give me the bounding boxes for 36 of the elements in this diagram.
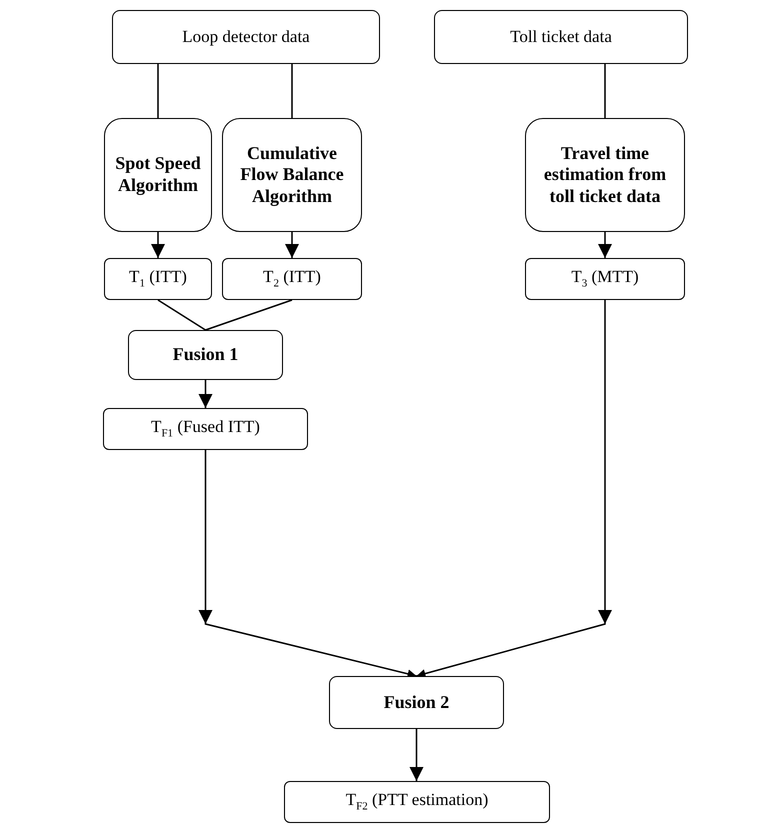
data-box	[434, 10, 688, 64]
box-label: Spot Speed Algorithm	[114, 153, 202, 197]
data-box	[112, 10, 380, 64]
data-box	[104, 258, 212, 300]
arrow	[285, 232, 299, 258]
arrow	[151, 232, 165, 258]
process-box	[329, 676, 504, 729]
box-label: T$_{2}$ (ITT)	[263, 267, 321, 291]
box-label: Travel time estimation from toll ticket data	[542, 142, 668, 208]
connector-line	[157, 64, 159, 118]
box-label: Toll ticket data	[510, 26, 612, 48]
arrow	[598, 232, 612, 258]
process-box	[128, 330, 283, 380]
connector-line	[604, 64, 606, 118]
box-label: T$_{3}$ (MTT)	[571, 267, 639, 291]
box-label: Fusion 1	[172, 344, 238, 366]
arrow	[198, 450, 417, 677]
process-box	[104, 118, 212, 232]
box-label: T$_{F2}$ (PTT estimation)	[346, 790, 488, 814]
arrow	[198, 380, 212, 408]
connector-line	[205, 299, 292, 331]
box-label: Loop detector data	[182, 26, 310, 48]
connector-line	[291, 64, 293, 118]
data-box	[103, 408, 308, 450]
arrow	[416, 300, 612, 677]
box-label: Cumulative Flow Balance Algorithm	[239, 142, 345, 208]
data-box	[525, 258, 685, 300]
connector-line	[158, 299, 206, 331]
data-box	[284, 781, 550, 823]
process-box	[222, 118, 362, 232]
arrow	[410, 729, 424, 781]
data-box	[222, 258, 362, 300]
process-box	[525, 118, 685, 232]
box-label: Fusion 2	[384, 692, 450, 714]
box-label: T$_{F1}$ (Fused ITT)	[151, 417, 260, 441]
box-label: T$_{1}$ (ITT)	[129, 267, 187, 291]
